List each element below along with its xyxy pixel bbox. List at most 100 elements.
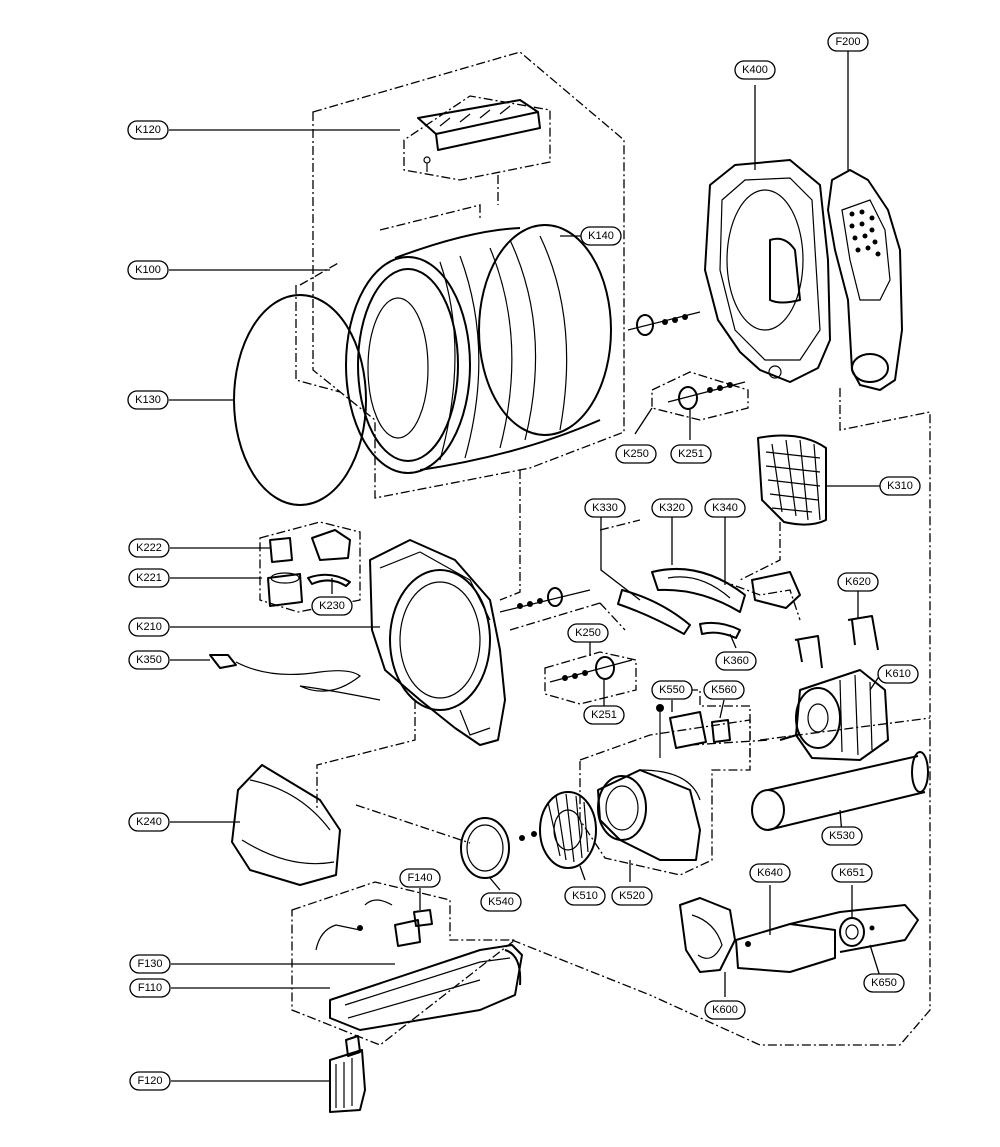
callout-k230: K230 <box>311 596 353 616</box>
label-k510: K510 <box>572 890 598 902</box>
k520-fan-housing-part <box>597 769 701 861</box>
label-f200: F200 <box>835 36 860 48</box>
label-k100: K100 <box>135 264 161 276</box>
k510-blower-wheel-part <box>519 791 597 869</box>
k310-lint-screen-part <box>757 434 827 526</box>
callout-k510: K510 <box>564 886 606 906</box>
label-k330: K330 <box>592 502 618 514</box>
k240-lint-duct-part <box>231 764 341 886</box>
label-k320: K320 <box>659 502 685 514</box>
label-k251-upper: K251 <box>678 448 704 460</box>
label-k221: K221 <box>136 572 162 584</box>
f120-heater-element-part <box>329 1035 366 1113</box>
label-k250-lower: K250 <box>575 627 601 639</box>
callout-k610: K610 <box>877 664 919 684</box>
k220-series-small-parts <box>267 529 351 607</box>
callout-f110: F110 <box>129 978 171 998</box>
label-k651: K651 <box>839 867 865 879</box>
label-f120: F120 <box>137 1075 162 1087</box>
label-k222: K222 <box>136 542 162 554</box>
k130-drum-seal-part <box>233 294 367 506</box>
k530-exhaust-duct-part <box>751 751 929 831</box>
k250-lower-roller-set-part <box>499 587 633 683</box>
label-k340: K340 <box>712 502 738 514</box>
label-k530: K530 <box>829 830 855 842</box>
k320-front-bearing-part <box>617 567 801 639</box>
callout-k250-lower: K250 <box>567 623 609 643</box>
callout-k550: K550 <box>651 680 693 700</box>
callout-k350: K350 <box>128 650 170 670</box>
callout-k210: K210 <box>128 617 170 637</box>
callout-k222: K222 <box>128 538 170 558</box>
callout-k520: K520 <box>611 886 653 906</box>
k550-thermistor-part <box>656 704 731 758</box>
label-k310: K310 <box>887 480 913 492</box>
callout-f140: F140 <box>399 868 441 888</box>
callout-k240: K240 <box>128 812 170 832</box>
callout-k340: K340 <box>704 498 746 518</box>
callout-k600: K600 <box>704 1000 746 1020</box>
callout-k400: K400 <box>734 60 776 80</box>
label-k640: K640 <box>757 867 783 879</box>
callout-k560: K560 <box>703 680 745 700</box>
f200-filter-duct-part <box>827 169 903 391</box>
label-k230: K230 <box>319 600 345 612</box>
callout-k310: K310 <box>879 476 921 496</box>
k210-front-bulkhead-part <box>369 539 506 746</box>
label-k251-lower: K251 <box>591 709 617 721</box>
callout-k221: K221 <box>128 568 170 588</box>
k120-drum-lifter-part <box>417 99 541 172</box>
label-k620: K620 <box>845 576 871 588</box>
callout-k330: K330 <box>584 498 626 518</box>
label-k360: K360 <box>723 655 749 667</box>
callout-k651: K651 <box>831 863 873 883</box>
label-k560: K560 <box>711 684 737 696</box>
callout-k250-upper: K250 <box>615 444 657 464</box>
f130-heater-wires-part <box>315 899 433 951</box>
callout-k620: K620 <box>837 572 879 592</box>
callout-k320: K320 <box>651 498 693 518</box>
k250-upper-roller-set-part <box>627 311 746 410</box>
label-f110: F110 <box>138 982 162 994</box>
leader-lines <box>169 50 883 1082</box>
label-k130: K130 <box>135 394 161 406</box>
callout-k130: K130 <box>127 390 169 410</box>
label-k600: K600 <box>712 1004 738 1016</box>
callout-k540: K540 <box>480 892 522 912</box>
label-k240: K240 <box>136 816 162 828</box>
callout-k251-upper: K251 <box>670 444 712 464</box>
callout-k120: K120 <box>127 120 169 140</box>
label-k140: K140 <box>588 230 614 242</box>
callout-f120: F120 <box>129 1071 171 1091</box>
k350-wire-harness-part <box>209 654 381 701</box>
label-k400: K400 <box>742 64 768 76</box>
k600-motor-bracket-part <box>679 897 919 973</box>
label-k540: K540 <box>488 896 514 908</box>
label-k120: K120 <box>135 124 161 136</box>
f110-heater-housing-part <box>329 944 523 1031</box>
group-boundaries <box>259 51 931 1046</box>
k400-rear-bulkhead-part <box>704 159 831 383</box>
callout-f200: F200 <box>827 32 869 52</box>
callout-k640: K640 <box>749 863 791 883</box>
callout-k360: K360 <box>715 651 757 671</box>
label-k610: K610 <box>885 668 911 680</box>
callout-k140: K140 <box>580 226 622 246</box>
k540-seal-ring-part <box>460 817 510 879</box>
callout-k650: K650 <box>863 973 905 993</box>
callout-k251-lower: K251 <box>583 705 625 725</box>
k100-drum-part <box>345 224 612 474</box>
callout-k100: K100 <box>127 260 169 280</box>
label-f140: F140 <box>407 872 432 884</box>
callout-k530: K530 <box>821 826 863 846</box>
label-k650: K650 <box>871 977 897 989</box>
label-f130: F130 <box>137 958 162 970</box>
label-k550: K550 <box>659 684 685 696</box>
label-k350: K350 <box>136 654 162 666</box>
callout-f130: F130 <box>129 954 171 974</box>
k610-motor-part <box>779 669 889 761</box>
label-k520: K520 <box>619 890 645 902</box>
k620-motor-clips-part <box>794 615 879 669</box>
label-k250-upper: K250 <box>623 448 649 460</box>
